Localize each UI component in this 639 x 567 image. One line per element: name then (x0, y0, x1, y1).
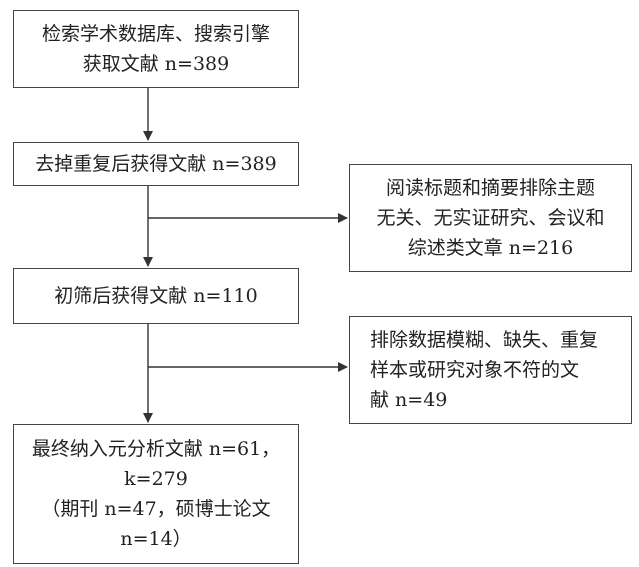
exclusion1-line-1: 阅读标题和摘要排除主题 (385, 177, 595, 199)
step3-box: 初筛后获得文献 n=110 (13, 268, 299, 324)
exclusion2-line-2: 样本或研究对象不符的文 (370, 359, 580, 381)
step4-line-1: 最终纳入元分析文献 n=61， (31, 438, 281, 460)
step4-line-3: （期刊 n=47，硕博士论文 (41, 498, 271, 520)
step1-line-2: 获取文献 n=389 (82, 53, 230, 75)
step3-line-1: 初筛后获得文献 n=110 (54, 285, 258, 307)
exclusion1-line-3: 综述类文章 n=216 (407, 237, 574, 259)
step2-box: 去掉重复后获得文献 n=389 (13, 142, 299, 186)
step4-line-4: n=14） (120, 528, 192, 550)
step4-line-2: k=279 (124, 468, 188, 490)
step4-box: 最终纳入元分析文献 n=61， k=279 （期刊 n=47，硕博士论文 n=1… (13, 424, 299, 564)
exclusion2-line-1: 排除数据模糊、缺失、重复 (370, 329, 599, 351)
exclusion1-line-2: 无关、无实证研究、会议和 (376, 207, 605, 229)
step1-line-1: 检索学术数据库、搜索引擎 (41, 23, 270, 45)
step1-box: 检索学术数据库、搜索引擎 获取文献 n=389 (13, 10, 299, 88)
step2-line-1: 去掉重复后获得文献 n=389 (35, 153, 277, 175)
exclusion2-line-3: 献 n=49 (370, 389, 448, 411)
exclusion1-box: 阅读标题和摘要排除主题 无关、无实证研究、会议和 综述类文章 n=216 (349, 164, 632, 272)
exclusion2-box: 排除数据模糊、缺失、重复 样本或研究对象不符的文 献 n=49 (349, 316, 632, 424)
